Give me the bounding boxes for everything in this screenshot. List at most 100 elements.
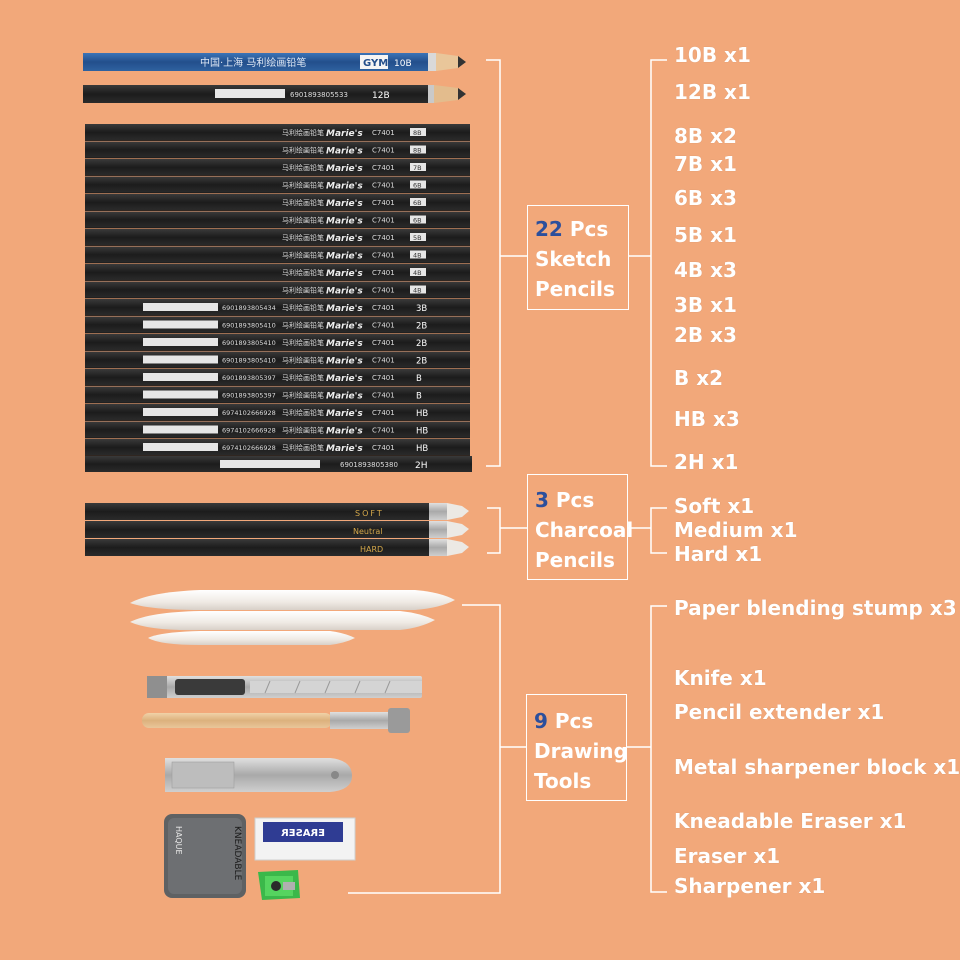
sketch-item: B x2 (674, 366, 724, 390)
pencil-grade: 4B (413, 287, 422, 295)
charcoal-item: Hard x1 (674, 542, 763, 566)
pencil-barcode (143, 425, 218, 434)
pencil-chinese-name: 马利绘画铅笔 (282, 163, 324, 172)
pencil-barcode (143, 355, 218, 364)
pencil-series: C7401 (372, 374, 395, 382)
green-sharpener (258, 870, 300, 900)
pencil-grade: 4B (413, 269, 422, 277)
pencil-series: C7401 (372, 304, 395, 312)
kneadable-brand: HAQUE (174, 826, 183, 855)
tool-item: Sharpener x1 (674, 874, 826, 898)
pencil-chinese-name: 马利绘画铅笔 (282, 426, 324, 435)
category-count: 22 (535, 217, 563, 241)
category-line: Sketch (535, 247, 612, 271)
pencil-series: C7401 (372, 409, 395, 417)
tool-item: Pencil extender x1 (674, 700, 885, 724)
sketch-item: 6B x3 (674, 186, 737, 210)
category-line: Tools (534, 769, 592, 793)
tool-item: Metal sharpener block x1 (674, 755, 960, 779)
sketch-item: 4B x3 (674, 258, 737, 282)
pencil-12b-grade: 12B (372, 91, 390, 101)
pencil-brand: Marie's (326, 234, 363, 244)
sketch-item: 12B x1 (674, 80, 751, 104)
pencil-series: C7401 (372, 199, 395, 207)
pencil-grade: 8B (413, 147, 422, 155)
pencil-brand: Marie's (326, 252, 363, 262)
tool-item: Kneadable Eraser x1 (674, 809, 907, 833)
eraser-label: ERASER (281, 828, 325, 839)
pencil-chinese-name: 马利绘画铅笔 (282, 286, 324, 295)
tool-item: Eraser x1 (674, 844, 781, 868)
pencil-chinese-name: 马利绘画铅笔 (282, 233, 324, 242)
pencil-grade: 6B (413, 199, 422, 207)
pencil-brand: Marie's (326, 164, 363, 174)
pencil-series: C7401 (372, 269, 395, 277)
pencil-2h-grade: 2H (415, 461, 428, 471)
pencil-barcode (143, 408, 218, 416)
pencil-brand: Marie's (326, 392, 363, 402)
blending-stumps (130, 590, 455, 645)
pencil-code: 6974102666928 (222, 427, 276, 435)
pencil-chinese-name: 马利绘画铅笔 (282, 268, 324, 277)
pencil-12b: 6901893805533 12B (83, 85, 466, 103)
pencil-brand: Marie's (326, 409, 363, 419)
pencil-10b-text: 中国·上海 马利绘画铅笔 (200, 56, 306, 69)
pencil-grade: 4B (413, 252, 422, 260)
sketch-bracket-left (486, 59, 501, 467)
tools-bracket-right (650, 605, 667, 893)
category-pcs: Pcs (569, 217, 609, 241)
category-box-tools: 9 Pcs Drawing Tools (526, 694, 628, 801)
charcoal-neutral-label: Neutral (353, 527, 383, 536)
pencil-grade: HB (416, 427, 428, 437)
charcoal-pencil-soft: SOFT (85, 503, 469, 520)
pencil-chinese-name: 马利绘画铅笔 (282, 321, 324, 330)
pencil-brand: Marie's (326, 357, 363, 367)
pencil-barcode (143, 320, 218, 329)
pencil-2h-barcode (220, 460, 320, 468)
pencil-chinese-name: 马利绘画铅笔 (282, 198, 324, 207)
pencil-grade: 2B (416, 322, 427, 332)
pencil-grade: 2B (416, 357, 427, 367)
sketch-item: 8B x2 (674, 124, 737, 148)
sketch-item: 3B x1 (674, 293, 737, 317)
charcoal-hard-label: HARD (360, 545, 383, 554)
blending-stump-2 (130, 611, 435, 631)
pencil-code: 6974102666928 (222, 444, 276, 452)
category-box-charcoal: 3 Pcs Charcoal Pencils (527, 474, 633, 580)
pencil-barcode (143, 443, 218, 451)
pencil-brand: Marie's (326, 147, 363, 157)
pencil-grade: 6B (413, 217, 422, 225)
pencil-brand: Marie's (326, 199, 363, 209)
tools-bracket-left (348, 604, 501, 894)
pencil-code: 6901893805397 (222, 374, 276, 382)
utility-knife (147, 676, 422, 698)
pencil-series: C7401 (372, 444, 395, 452)
pencil-brand: Marie's (326, 217, 363, 227)
category-line: Pencils (535, 548, 615, 572)
charcoal-pencil-hard: HARD (85, 539, 469, 556)
pencil-series: C7401 (372, 322, 395, 330)
pencil-grade: B (416, 392, 422, 402)
kneadable-eraser: KNEADABLE HAQUE (164, 814, 246, 898)
sketch-bracket-right (650, 59, 667, 467)
sketch-item: 2B x3 (674, 323, 737, 347)
pencil-grade: 3B (416, 304, 427, 314)
pencil-brand: Marie's (326, 444, 363, 454)
sketch-item: 2H x1 (674, 450, 739, 474)
pencil-12b-code: 6901893805533 (290, 91, 348, 99)
pencil-code: 6901893805397 (222, 392, 276, 400)
pencil-series: C7401 (372, 164, 395, 172)
pencil-chinese-name: 马利绘画铅笔 (282, 251, 324, 260)
